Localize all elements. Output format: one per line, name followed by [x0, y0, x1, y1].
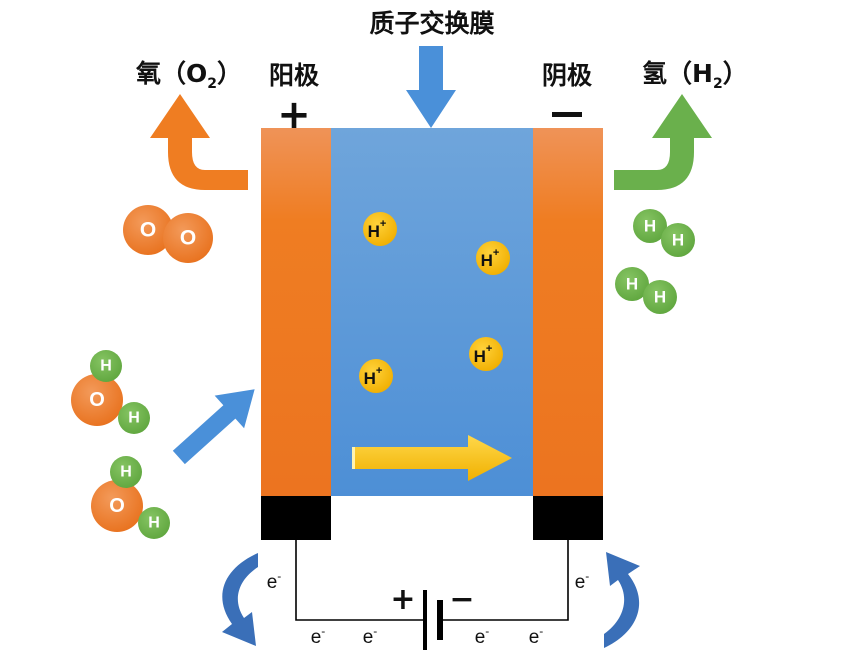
water-oxygen-label: O	[89, 389, 105, 411]
water-hydrogen-label: H	[120, 464, 132, 481]
water-in-arrow	[172, 389, 255, 465]
cathode-label: 阴极	[542, 61, 592, 90]
hydrogen-atom-label: H	[672, 231, 684, 250]
water-hydrogen-label: H	[148, 515, 160, 532]
electron-label: e-	[363, 624, 378, 648]
anode-plus-sign: +	[277, 92, 311, 138]
cathode-electrode	[533, 128, 603, 496]
cathode-minus-sign	[552, 112, 582, 117]
hydrogen-atom-label: H	[654, 288, 666, 307]
electron-label: e-	[575, 569, 590, 593]
electron-flow-arrow-right	[604, 552, 640, 648]
proton: H+	[469, 337, 503, 371]
electron-label: e-	[529, 624, 544, 648]
anode-terminal	[261, 496, 331, 540]
membrane-label: 质子交换膜	[369, 9, 494, 38]
water-hydrogen-label: H	[128, 410, 140, 427]
membrane-down-arrow	[406, 46, 456, 128]
water-molecule	[71, 350, 150, 434]
anode-label: 阳极	[269, 61, 319, 90]
hydrogen-molecule	[615, 267, 677, 314]
svg-text:H+: H+	[364, 365, 383, 388]
electron-flow-arrow-left	[222, 553, 258, 646]
hydrogen-atom-label: H	[644, 217, 656, 236]
svg-text:H+: H+	[474, 343, 493, 366]
water-oxygen-label: O	[109, 495, 125, 517]
hydrogen-atom-label: H	[626, 275, 638, 294]
battery-plus-sign: +	[390, 582, 415, 617]
water-molecule	[91, 456, 170, 539]
proton-flow-arrow	[352, 435, 512, 481]
electron-label: e-	[267, 569, 282, 593]
battery-minus-sign: −	[449, 582, 474, 617]
battery-icon	[423, 590, 443, 650]
cathode-terminal	[533, 496, 603, 540]
oxygen-label: 氧（O2）	[135, 59, 242, 92]
water-hydrogen-label: H	[100, 358, 112, 375]
proton: H+	[363, 212, 397, 246]
svg-text:H+: H+	[368, 218, 387, 241]
proton-exchange-membrane	[330, 128, 534, 496]
proton: H+	[359, 359, 393, 393]
hydrogen-label: 氢（H2）	[642, 59, 748, 92]
electron-label: e-	[475, 624, 490, 648]
oxygen-atom-label: O	[180, 227, 196, 250]
proton: H+	[476, 241, 510, 275]
anode-electrode	[261, 128, 331, 496]
svg-text:H+: H+	[481, 247, 500, 270]
hydrogen-molecule	[633, 209, 695, 257]
electron-label: e-	[311, 624, 326, 648]
hydrogen-out-arrow	[614, 94, 712, 190]
oxygen-atom-label: O	[140, 219, 156, 242]
circuit-wire	[295, 540, 569, 621]
oxygen-molecule	[123, 205, 213, 263]
oxygen-out-arrow	[150, 94, 248, 190]
